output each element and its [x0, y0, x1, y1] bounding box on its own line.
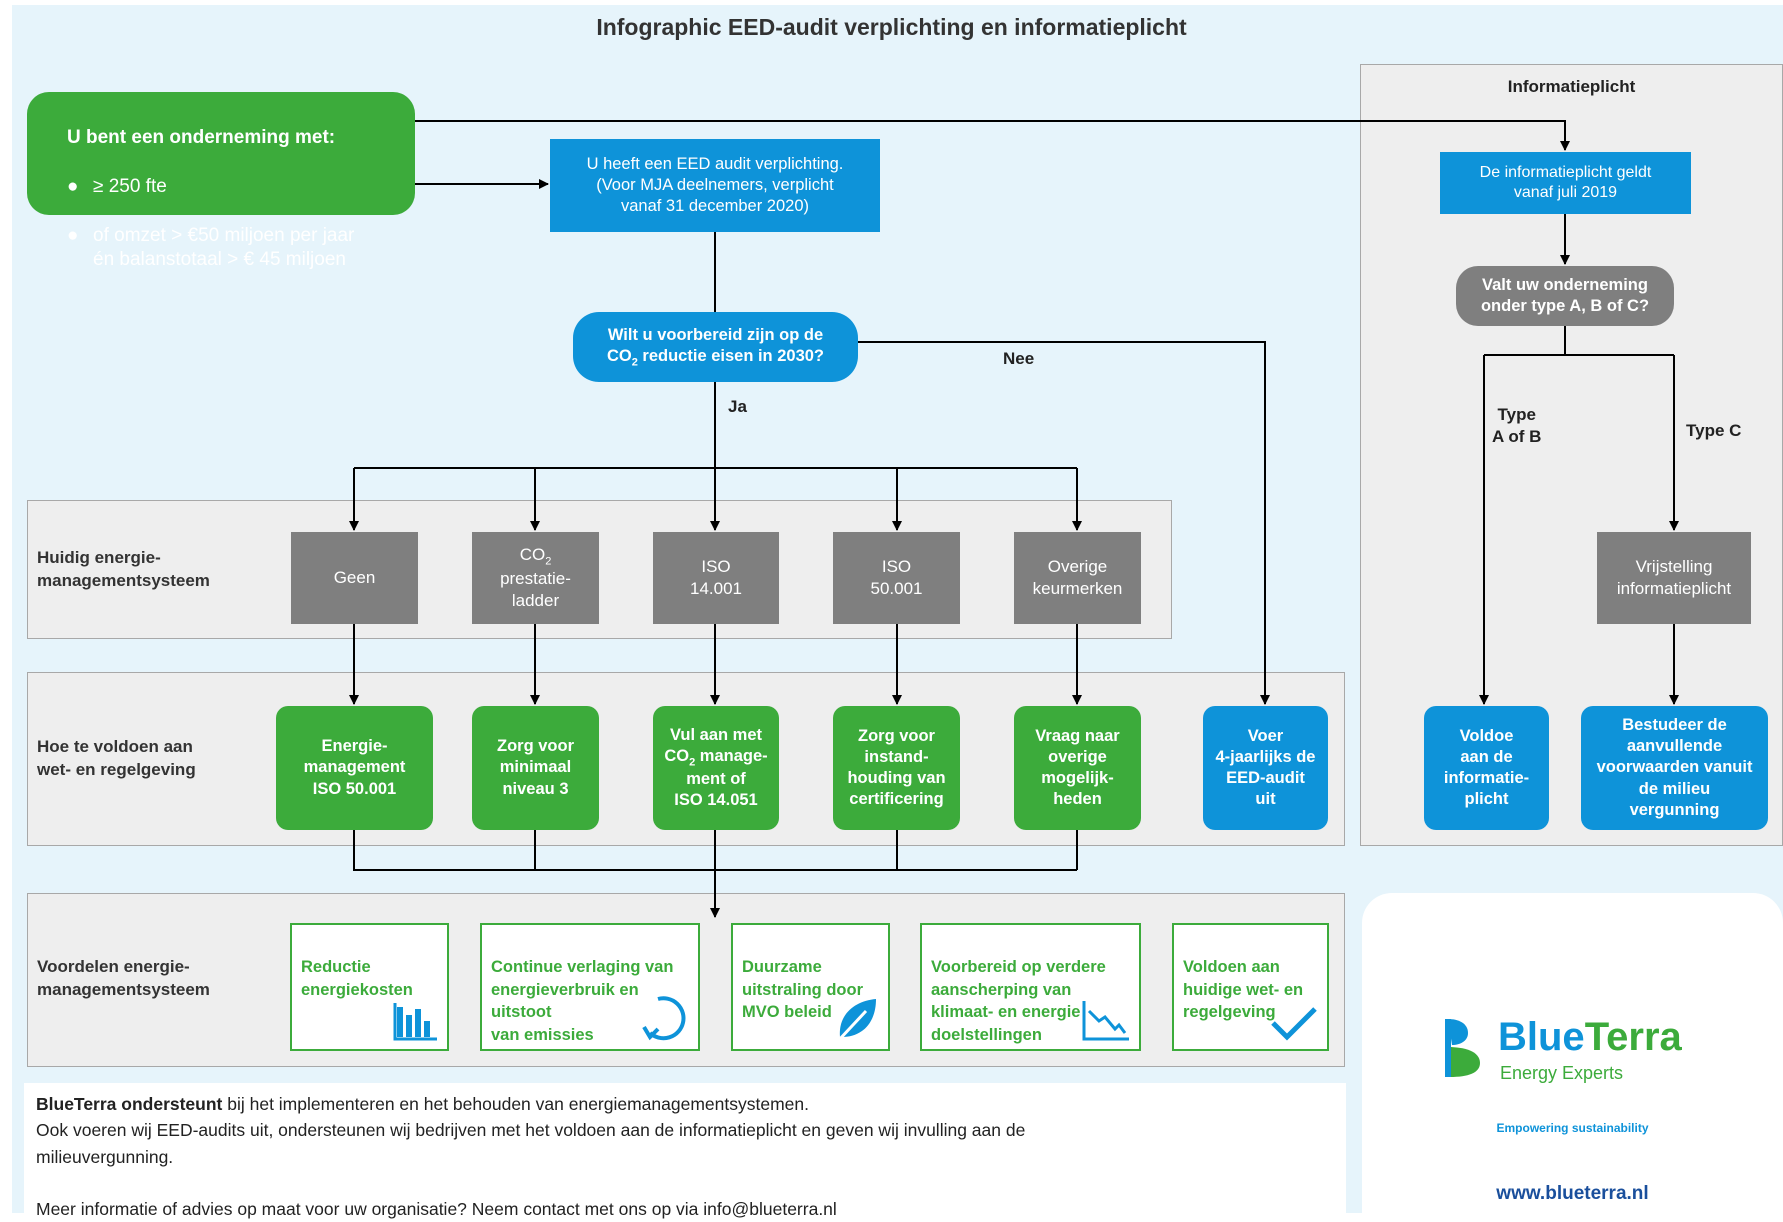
action-energiemanagement: Energie- management ISO 50.001: [276, 706, 433, 830]
row-label-comply: Hoe te voldoen aan wet- en regelgeving: [37, 737, 196, 779]
bar-chart-icon: [393, 1003, 437, 1041]
benefit-uitstraling: Duurzame uitstraling door MVO beleid: [731, 923, 890, 1051]
co2-question: Wilt u voorbereid zijn op de CO2 reducti…: [573, 312, 858, 382]
footer-line-2: Ook voeren wij EED-audits uit, ondersteu…: [36, 1120, 1026, 1167]
action-co2-management: Vul aan met CO2 manage- ment of ISO 14.0…: [653, 706, 779, 830]
row-label-benefits: Voordelen energie- managementsysteem: [37, 957, 210, 999]
footer-line-3: Meer informatie of advies op maat voor u…: [36, 1198, 837, 1219]
system-iso14001: ISO 14.001: [653, 532, 779, 624]
edge-label-type-c: Type C: [1686, 421, 1742, 440]
benefit-wetgeving: Voldoen aan huidige wet- en regelgeving: [1172, 923, 1329, 1051]
edge-label-no: Nee: [1003, 349, 1035, 368]
arrow-start-to-info: [415, 120, 1570, 151]
logo-tagline: Empowering sustainability: [1496, 1121, 1649, 1135]
info-panel-title: Informatieplicht: [1507, 77, 1636, 96]
cycle-arrow-icon: [642, 996, 686, 1041]
decline-chart-icon: [1082, 1001, 1129, 1041]
page-title: Infographic EED-audit verplichting en in…: [596, 14, 1187, 40]
start-bullet-1: ●≥ 250 fte: [67, 175, 167, 197]
info-start-box: De informatieplicht geldt vanaf juli 201…: [1440, 152, 1691, 214]
footer-line-1: BlueTerra ondersteunt bij het implemente…: [36, 1094, 810, 1114]
blueterra-logo-icon: [1445, 1019, 1480, 1077]
action-certificering: Zorg voor instand- houding van certifice…: [833, 706, 960, 830]
edge-label-type-ab: Type A of B: [1492, 405, 1542, 447]
benefit-doelstellingen: Voorbereid op verdere aanscherping van k…: [920, 923, 1141, 1051]
leaf-icon: [836, 999, 876, 1043]
info-exemption-box: Vrijstelling informatieplicht: [1597, 532, 1751, 624]
website-link[interactable]: www.blueterra.nl: [1496, 1183, 1649, 1204]
current-system-panel: [27, 500, 1172, 639]
action-minimaal-niveau: Zorg voor minimaal niveau 3: [472, 706, 599, 830]
footer-text: BlueTerra ondersteunt bij het implemente…: [24, 1083, 1346, 1219]
row-label-current: Huidig energie- managementsysteem: [37, 548, 210, 590]
logo-panel: BlueTerra Energy Experts Empowering sust…: [1362, 893, 1783, 1213]
system-co2-ladder: CO2 prestatie- ladder: [472, 532, 599, 624]
checkmark-icon: [1271, 1007, 1317, 1041]
action-eed-audit: Voer 4-jaarlijks de EED-audit uit: [1203, 706, 1328, 830]
system-overige: Overige keurmerken: [1014, 532, 1141, 624]
logo-wordmark: BlueTerra: [1498, 1015, 1682, 1059]
system-iso50001: ISO 50.001: [833, 532, 960, 624]
edge-label-yes: Ja: [728, 397, 747, 416]
benefit-energiekosten: Reductie energiekosten: [290, 923, 449, 1051]
action-overige: Vraag naar overige mogelijk- heden: [1014, 706, 1141, 830]
logo-subtitle: Energy Experts: [1500, 1063, 1624, 1083]
info-study-box: Bestudeer de aanvullende voorwaarden van…: [1581, 706, 1768, 830]
info-type-question: Valt uw onderneming onder type A, B of C…: [1456, 266, 1674, 326]
start-bullet-2: ●of omzet > €50 miljoen per jaar én bala…: [67, 224, 355, 270]
benefit-energieverbruik: Continue verlaging van energieverbruik e…: [480, 923, 700, 1051]
arrow-no-to-eed-audit: [858, 341, 1270, 705]
start-heading: U bent een onderneming met:: [67, 127, 336, 149]
line-info-split: [1484, 326, 1674, 356]
info-comply-box: Voldoe aan de informatie- plicht: [1424, 706, 1549, 830]
eed-obligation-box: U heeft een EED audit verplichting. (Voo…: [550, 139, 880, 232]
system-geen: Geen: [291, 532, 418, 624]
start-criteria-box: U bent een onderneming met: ●≥ 250 fte ●…: [27, 92, 415, 270]
line-actions-merge: [353, 830, 1078, 871]
